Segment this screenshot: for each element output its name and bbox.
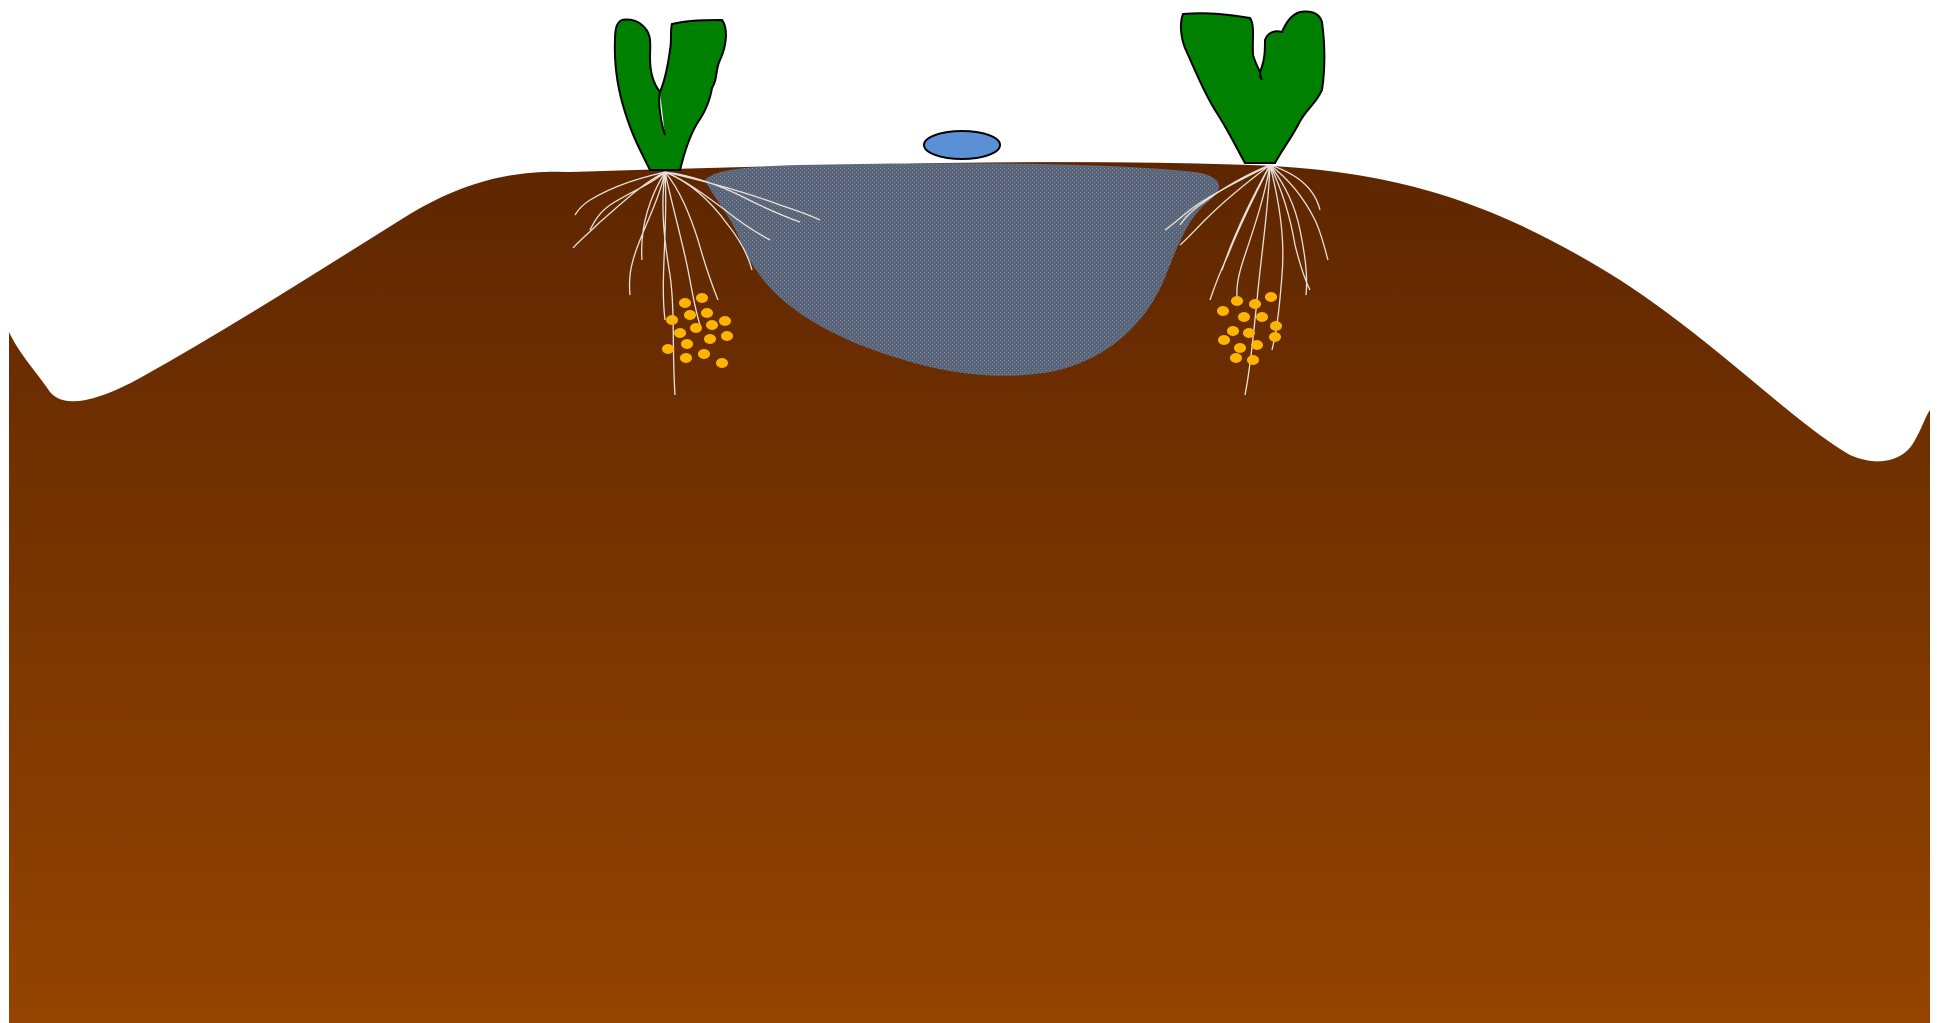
- plant-right: [1181, 11, 1324, 163]
- water-dripper: [924, 131, 1000, 159]
- plant-left: [615, 19, 726, 170]
